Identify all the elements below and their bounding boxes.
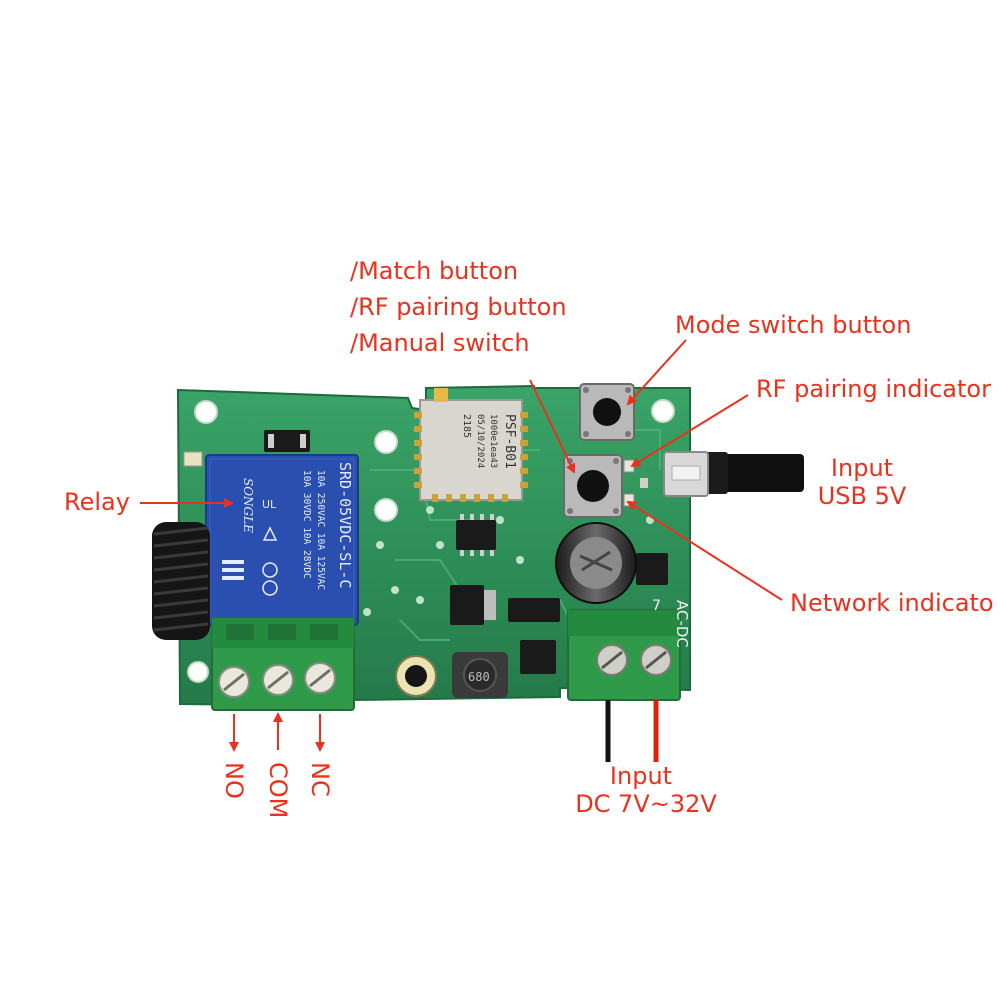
label-dc-line2: DC 7V~32V: [575, 790, 717, 818]
label-usb-line2: USB 5V: [818, 482, 907, 510]
match-button[interactable]: [563, 454, 623, 518]
ic-chip: [456, 520, 496, 550]
module-label-2: 1000e1ea43: [488, 414, 498, 468]
module-label-1: PSF-B01: [502, 414, 517, 469]
relay-brand-text: SONGLE: [241, 478, 255, 533]
black-smd: [508, 598, 560, 622]
inductor: 680: [452, 652, 508, 698]
label-nc: NC: [306, 762, 334, 797]
dc-terminal-block: [567, 609, 681, 701]
relay-rating-1: 10A 250VAC 10A 125VAC: [315, 470, 326, 590]
arrow-rf-indicator: [630, 394, 749, 468]
label-dc-line1: Input: [610, 762, 672, 790]
polarity-mark: 7: [652, 598, 661, 614]
label-rf-indicator: RF pairing indicator: [756, 375, 991, 403]
label-match-line3: /Manual switch: [350, 329, 530, 357]
terminal-mark: AC-DC: [673, 600, 691, 648]
mount-hole: [194, 400, 218, 424]
module-label-4: 2185: [461, 414, 472, 438]
svg-text:UL: UL: [262, 498, 277, 511]
label-mode-switch: Mode switch button: [675, 311, 911, 339]
regulator-chip: [450, 585, 484, 625]
terminal-screw-nc: [304, 662, 336, 694]
small-capacitor: [395, 655, 437, 697]
wifi-module: PSF-B01 1000e1ea43 05/10/2024 2185: [414, 388, 528, 502]
mount-hole: [374, 498, 398, 522]
diode: [264, 430, 310, 452]
antenna-coil: [152, 522, 210, 640]
mount-hole: [374, 430, 398, 454]
label-usb-line1: Input: [831, 454, 893, 482]
relay: SRD-05VDC-SL-C 10A 250VAC 10A 125VAC 10A…: [205, 454, 359, 626]
mode-switch-button[interactable]: [579, 383, 635, 441]
arrow-match: [529, 379, 576, 474]
arrow-mode-switch: [626, 339, 687, 406]
usb-cable: [700, 452, 804, 494]
dc-screw-positive: [640, 644, 672, 676]
inductor-mark: 680: [468, 670, 490, 684]
label-no: NO: [220, 762, 248, 799]
electrolytic-capacitor: [555, 522, 637, 604]
small-smd: [183, 451, 203, 467]
relay-model-text: SRD-05VDC-SL-C: [336, 462, 354, 588]
annotation-arrows: [140, 339, 783, 752]
label-match-line1: /Match button: [350, 257, 518, 285]
ic-chip-2: [520, 640, 556, 674]
mount-hole: [187, 661, 209, 683]
usb-port: [663, 451, 709, 497]
relay-rating-2: 10A 30VDC 10A 28VDC: [301, 470, 312, 579]
label-relay: Relay: [64, 488, 130, 516]
label-network: Network indicato: [790, 589, 994, 617]
mount-hole: [651, 399, 675, 423]
label-com: COM: [264, 762, 292, 818]
mosfet: [636, 553, 668, 585]
relay-logo-icon: [222, 560, 244, 580]
arrow-network: [626, 500, 783, 601]
label-match-line2: /RF pairing button: [350, 293, 567, 321]
terminal-screw-no: [218, 666, 250, 698]
relay-terminal-block: [211, 617, 355, 711]
module-label-3: 05/10/2024: [475, 414, 485, 468]
terminal-screw-com: [262, 664, 294, 696]
dc-screw-negative: [596, 644, 628, 676]
